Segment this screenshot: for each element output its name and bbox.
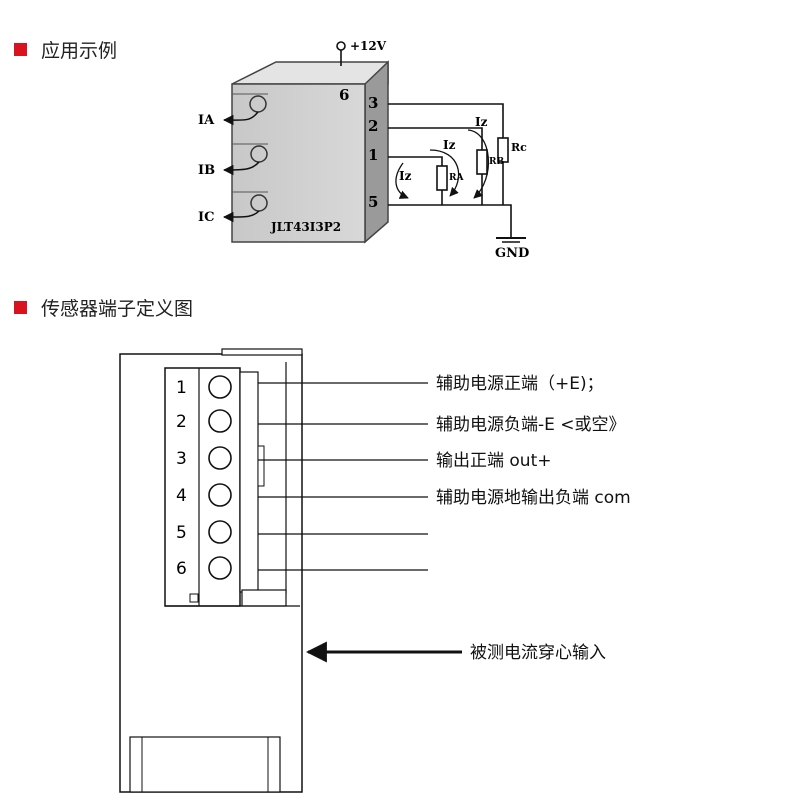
section-heading-terminals: 传感器端子定义图: [14, 294, 193, 321]
input-label-ib: IB: [198, 163, 215, 178]
pin-label-1: 1: [368, 146, 378, 164]
application-circuit: +12V 6 3 2 1 5 JLT43I3P2 IA IB IC: [198, 39, 529, 261]
supply-label: +12V: [350, 39, 387, 53]
pin-number-6: 6: [176, 559, 187, 579]
resistor-label-rc: Rc: [511, 141, 527, 154]
terminal-ledge: [241, 589, 287, 607]
pin-description-3: 输出正端 out+: [436, 451, 552, 471]
screw-terminal-icon: [208, 375, 232, 399]
output-wiring: [388, 103, 512, 238]
resistor-rb-icon: [476, 149, 488, 175]
screw-terminal-icon: [208, 409, 232, 433]
red-square-bullet: [14, 301, 27, 314]
housing-foot: [129, 736, 281, 793]
resistor-label-ra: RA: [449, 173, 464, 183]
input-ib: IB: [198, 143, 268, 178]
input-label-ic: IC: [198, 210, 214, 225]
pin-number-5: 5: [176, 523, 187, 543]
input-ic: IC: [198, 191, 268, 225]
current-label-2: Iz: [443, 138, 456, 152]
pin-label-3: 3: [368, 94, 378, 112]
model-label: JLT43I3P2: [270, 220, 341, 234]
screw-terminal-icon: [208, 483, 232, 507]
leader-lines: [258, 382, 428, 571]
section-heading-application: 应用示例: [14, 36, 117, 63]
input-ia: IA: [198, 93, 268, 128]
terminal-clamp-strip: [239, 371, 259, 593]
input-label-ia: IA: [198, 113, 215, 128]
current-label-3: Iz: [475, 115, 488, 129]
pin-number-4: 4: [176, 486, 187, 506]
pin-number-1: 1: [176, 378, 187, 398]
section-title-application: 应用示例: [41, 40, 118, 62]
screw-terminal-icon: [208, 520, 232, 544]
pin-label-2: 2: [368, 117, 378, 135]
current-arrow-icon: [395, 162, 409, 199]
pin-description-4: 辅助电源地输出负端 com: [436, 488, 631, 508]
pin-label-6: 6: [339, 86, 349, 104]
screw-terminal-icon: [208, 446, 232, 470]
sensor-box-front: [231, 83, 366, 243]
section-title-terminals: 传感器端子定义图: [41, 298, 194, 320]
ground-label: GND: [495, 246, 529, 261]
current-arrow-icon: [429, 149, 460, 197]
resistor-label-rb: RB: [489, 157, 504, 167]
screw-terminals: [208, 375, 232, 580]
resistor-rc-icon: [497, 137, 509, 163]
pin-description-1: 辅助电源正端（+E)；: [436, 374, 604, 394]
current-arrow-icon: [467, 129, 489, 199]
pin-description-2: 辅助电源负端-E <或空》: [436, 415, 626, 435]
pin-label-5: 5: [368, 193, 378, 211]
housing-top-lip: [221, 348, 303, 356]
pin-number-2: 2: [176, 412, 187, 432]
resistor-ra-icon: [436, 165, 448, 191]
terminal-diagram: 1 2 3 4 5 6 辅助电源正端（+E)； 辅助电源负端-E <或空》 输出…: [119, 348, 631, 793]
supply-terminal-icon: [336, 41, 346, 51]
red-square-bullet: [14, 43, 27, 56]
through-hole-label: 被测电流穿心输入: [470, 643, 606, 663]
pin-number-3: 3: [176, 449, 187, 469]
sensor-box-top: [231, 61, 389, 85]
current-label-1: Iz: [399, 169, 412, 183]
screw-terminal-icon: [208, 556, 232, 580]
